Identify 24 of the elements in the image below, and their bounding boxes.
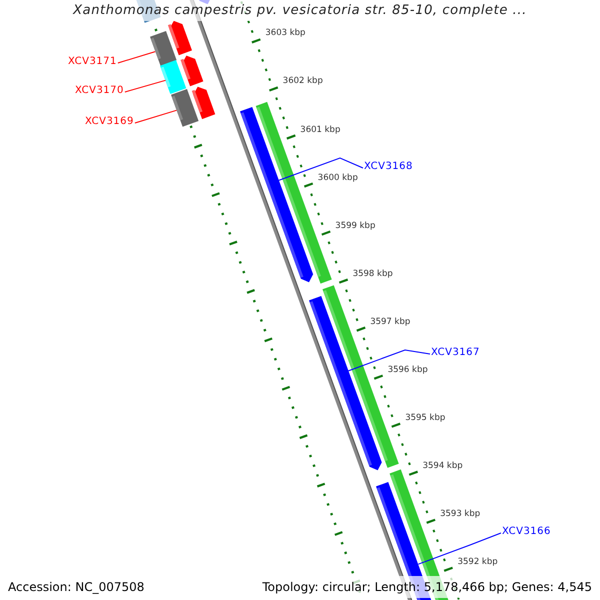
tick-label: 3603 kbp bbox=[265, 28, 306, 38]
tick-label: 3593 kbp bbox=[440, 508, 480, 519]
tick-label: 3600 kbp bbox=[318, 172, 358, 182]
tick-label: 3601 kbp bbox=[300, 124, 340, 134]
gene-label: XCV3168 bbox=[364, 161, 413, 173]
leader-line bbox=[348, 349, 430, 372]
gene-label: XCV3171 bbox=[68, 56, 117, 68]
tick-label: 3602 kbp bbox=[282, 76, 323, 86]
gene-label: XCV3170 bbox=[75, 85, 124, 97]
leader-line bbox=[134, 110, 177, 124]
leader-line bbox=[418, 532, 502, 565]
gene-label: XCV3167 bbox=[431, 347, 480, 359]
leader-line bbox=[124, 80, 166, 92]
tick-label: 3599 kbp bbox=[335, 220, 376, 230]
gene-feature bbox=[160, 60, 187, 94]
tick-label: 3595 kbp bbox=[405, 412, 446, 423]
tick-label: 3597 kbp bbox=[370, 316, 410, 327]
leader-line bbox=[278, 157, 364, 181]
gene-feature bbox=[170, 88, 198, 126]
gene-label: XCV3166 bbox=[502, 526, 551, 538]
gene-label: XCV3169 bbox=[85, 116, 134, 128]
leader-line bbox=[117, 51, 156, 64]
gene-feature bbox=[150, 31, 176, 66]
tick-label: 3592 kbp bbox=[458, 556, 498, 567]
